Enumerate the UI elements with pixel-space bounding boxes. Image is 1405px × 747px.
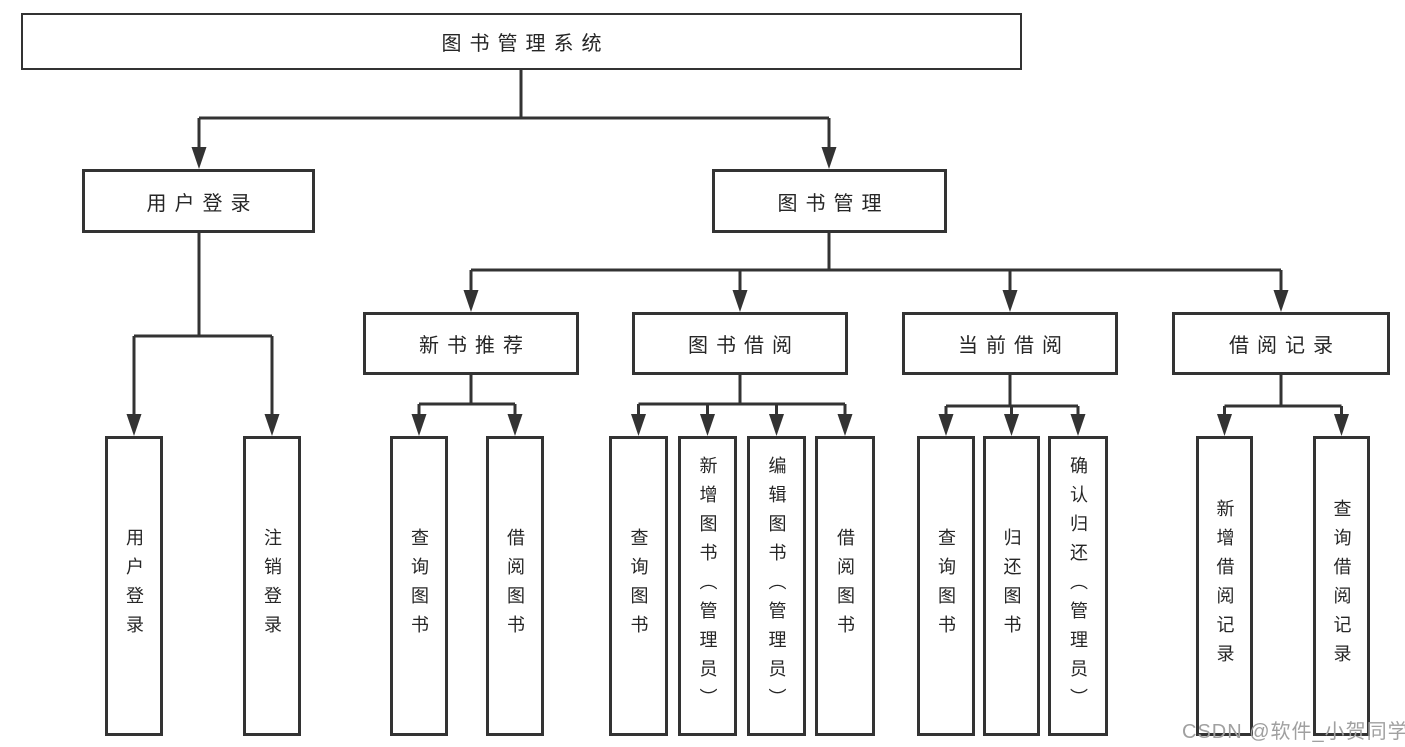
- leaf-bb-edit-book-admin-label: 编辑图书（管理员）: [766, 455, 787, 717]
- leaf-bb-query-books-label: 查询图书: [628, 528, 649, 644]
- node-library-management-system: 图书管理系统: [21, 13, 1022, 70]
- leaf-nb-borrow-books: 借阅图书: [486, 436, 544, 736]
- leaf-nb-query-books-label: 查询图书: [409, 528, 429, 644]
- node-book-management: 图书管理: [712, 169, 947, 233]
- leaf-br-add-record: 新增借阅记录: [1196, 436, 1253, 736]
- leaf-cb-return-books: 归还图书: [983, 436, 1040, 736]
- leaf-bb-add-book-admin-label: 新增图书（管理员）: [697, 455, 718, 717]
- leaf-br-query-record-label: 查询借阅记录: [1331, 499, 1352, 673]
- csdn-watermark: CSDN @软件_小贺同学: [1182, 721, 1405, 743]
- leaf-cb-query-books: 查询图书: [917, 436, 975, 736]
- node-book-borrowing: 图书借阅: [632, 312, 848, 375]
- leaf-nb-query-books: 查询图书: [390, 436, 448, 736]
- leaf-cb-confirm-return-admin-label: 确认归还（管理员）: [1068, 455, 1088, 717]
- leaf-logout: 注销登录: [243, 436, 301, 736]
- leaf-user-login-label: 用户登录: [124, 528, 144, 644]
- node-user-login: 用户登录: [82, 169, 315, 233]
- leaf-cb-return-books-label: 归还图书: [1001, 528, 1022, 644]
- leaf-cb-query-books-label: 查询图书: [936, 528, 956, 644]
- leaf-bb-borrow-books-label: 借阅图书: [835, 528, 855, 644]
- node-borrowing-records: 借阅记录: [1172, 312, 1390, 375]
- leaf-br-query-record: 查询借阅记录: [1313, 436, 1370, 736]
- leaf-bb-query-books: 查询图书: [609, 436, 668, 736]
- leaf-bb-edit-book-admin: 编辑图书（管理员）: [747, 436, 806, 736]
- leaf-bb-borrow-books: 借阅图书: [815, 436, 875, 736]
- node-new-book-recommend: 新书推荐: [363, 312, 579, 375]
- leaf-nb-borrow-books-label: 借阅图书: [505, 528, 525, 644]
- leaf-cb-confirm-return-admin: 确认归还（管理员）: [1048, 436, 1108, 736]
- leaf-logout-label: 注销登录: [262, 528, 282, 644]
- leaf-bb-add-book-admin: 新增图书（管理员）: [678, 436, 737, 736]
- leaf-br-add-record-label: 新增借阅记录: [1214, 499, 1235, 673]
- leaf-user-login: 用户登录: [105, 436, 163, 736]
- node-current-borrowing: 当前借阅: [902, 312, 1118, 375]
